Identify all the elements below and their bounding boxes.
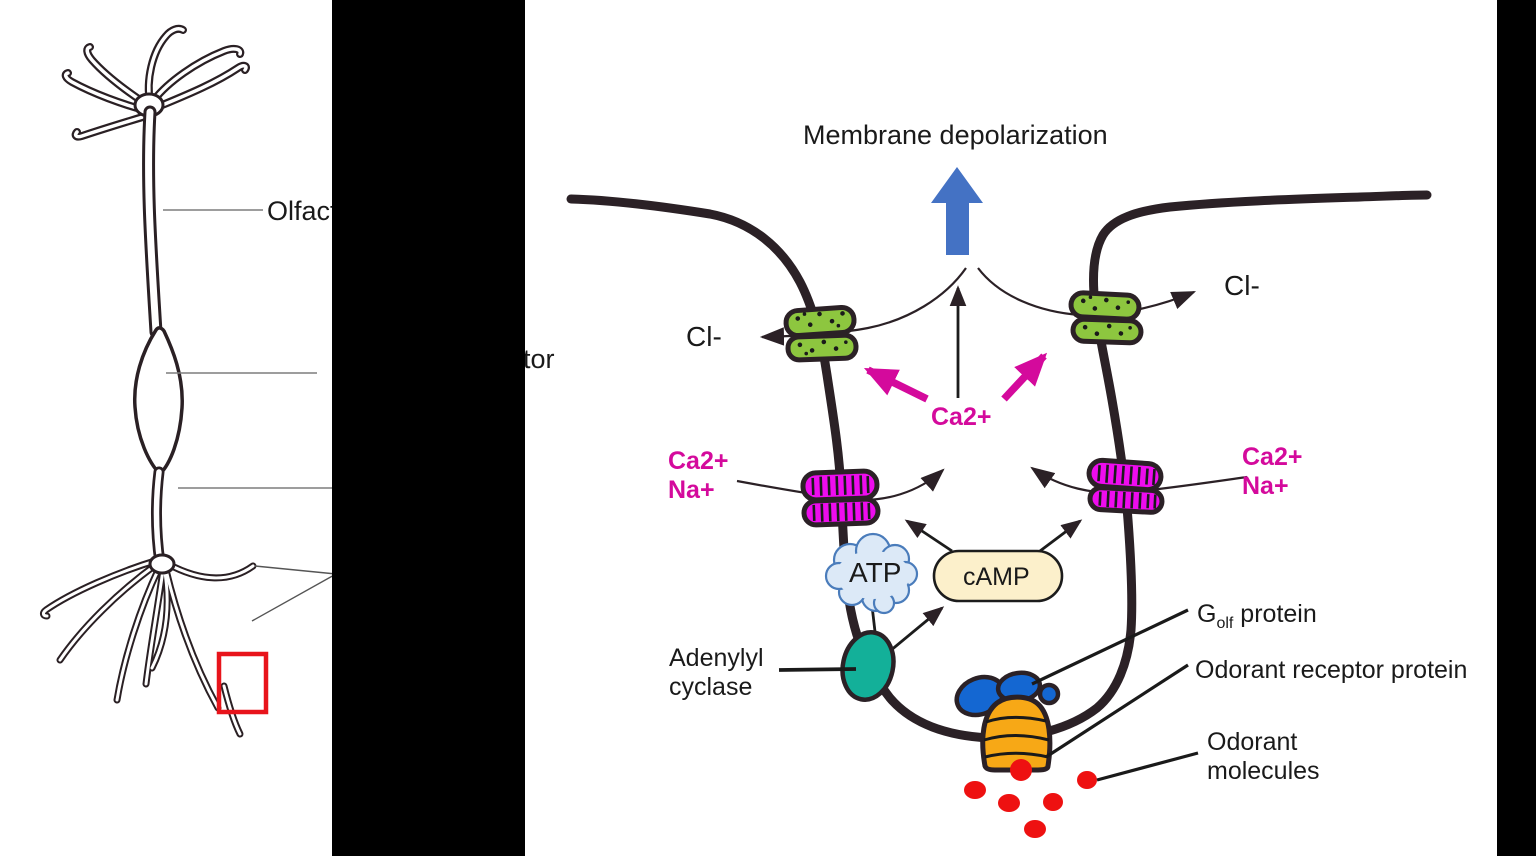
cation-channel-left <box>800 468 881 528</box>
ion-left-na: Na+ <box>668 476 715 504</box>
adenylyl-line1: Adenylyl <box>669 644 764 672</box>
black-mask-left <box>332 0 525 856</box>
adenylyl-label-line <box>778 667 857 672</box>
atp-cloud <box>824 532 919 615</box>
olfactory-neuron-drawing <box>40 24 257 738</box>
depolarization-arrow <box>931 167 983 255</box>
cation-channel-right <box>1086 457 1165 515</box>
diagram-title: Membrane depolarization <box>803 120 1108 150</box>
neuron-label-fragment-tor: tor <box>523 344 555 374</box>
camp-label: cAMP <box>963 563 1030 591</box>
odorant-molecules-label: Odorant molecules <box>1207 728 1320 786</box>
odorant-receptor-shape <box>980 694 1053 781</box>
label-line-cilia-2 <box>251 573 337 622</box>
ion-right-na: Na+ <box>1242 472 1289 500</box>
neuron-label-lines <box>163 209 337 622</box>
ca-label-center: Ca2+ <box>931 403 992 431</box>
cl-label-right: Cl- <box>1224 270 1260 301</box>
odorant-label-line <box>1096 751 1199 782</box>
chloride-channel-right <box>1068 290 1144 346</box>
neuron-label-fragment-olfact: Olfact <box>267 196 338 226</box>
odorant-molecules-line1: Odorant <box>1207 728 1298 756</box>
odorant-molecules <box>964 771 1097 838</box>
camp-pill <box>932 549 1064 603</box>
cilia-highlight-box <box>216 651 269 715</box>
chloride-channel-left <box>783 304 859 363</box>
golf-label-line <box>1031 608 1189 686</box>
atp-label: ATP <box>849 557 902 588</box>
adenylyl-cyclase-shape <box>840 630 896 702</box>
ion-right-ca: Ca2+ <box>1242 443 1303 471</box>
g-olf-protein-label: Golf protein <box>1197 600 1317 632</box>
g-protein-rest: protein <box>1233 600 1317 628</box>
ion-label-left: Ca2+ Na+ <box>668 447 728 505</box>
cl-label-left: Cl- <box>686 321 722 352</box>
odorant-molecules-line2: molecules <box>1207 757 1320 785</box>
soma <box>132 326 184 477</box>
ion-left-ca: Ca2+ <box>668 447 729 475</box>
black-mask-right <box>1497 0 1536 856</box>
label-line-cilia-1 <box>254 565 337 575</box>
adenylyl-line2: cyclase <box>669 673 753 701</box>
arrow-ac-to-camp <box>889 606 945 653</box>
arrow-camp-to-right-channel <box>1039 519 1083 553</box>
receptor-label-line <box>1045 663 1189 759</box>
ion-label-right: Ca2+ Na+ <box>1242 443 1302 501</box>
odorant-receptor-label: Odorant receptor protein <box>1195 656 1468 684</box>
adenylyl-cyclase-label: Adenylyl cyclase <box>669 644 764 702</box>
g-protein-base: G <box>1197 600 1217 628</box>
ca-arrow-to-right-channel <box>1001 352 1048 402</box>
ca-arrow-to-left-channel <box>863 366 929 403</box>
arrow-camp-to-left-channel <box>904 519 953 553</box>
g-protein-subscript: olf <box>1216 615 1234 632</box>
odorant-in-receptor <box>1010 759 1032 781</box>
